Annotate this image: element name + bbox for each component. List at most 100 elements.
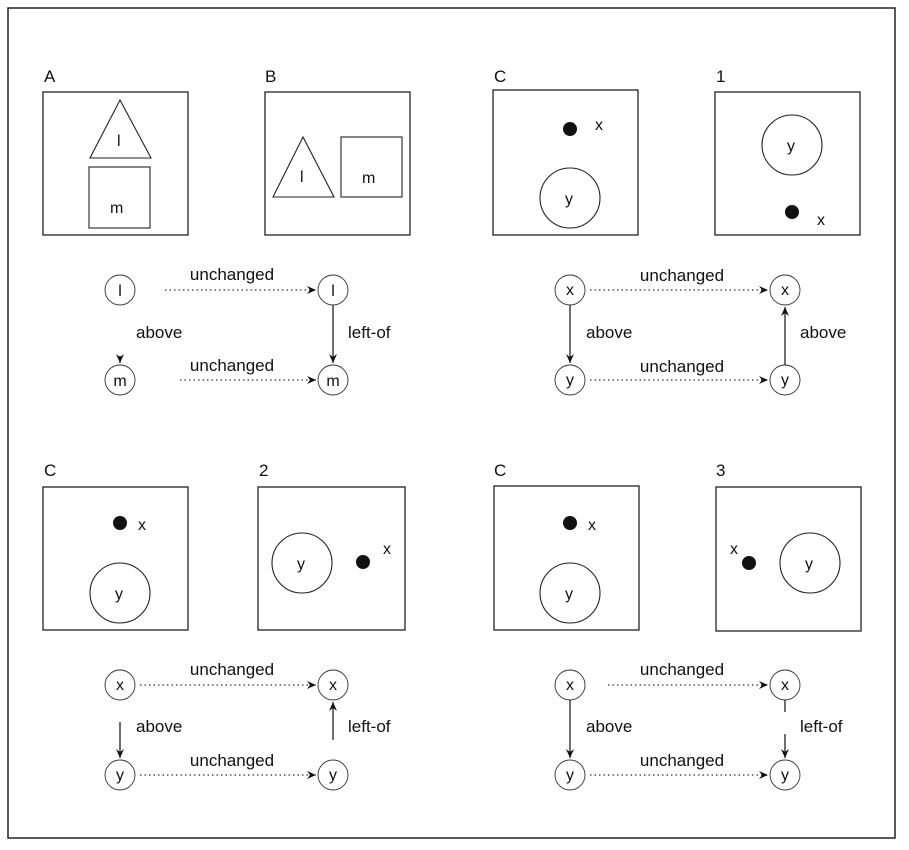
scene-frame-c [492,89,639,236]
object-label-y: y [805,556,813,573]
object-label-l: l [117,133,121,150]
node-label: x [566,677,574,694]
scene-frame-c [493,485,640,631]
node-label: x [116,677,124,694]
node-y-before [104,759,136,791]
node-label: m [326,373,339,390]
node-label: y [329,767,337,784]
node-y-after [317,759,349,791]
edge-label-top: unchanged [190,265,274,284]
point-x [356,555,370,569]
object-label-m: m [110,200,123,217]
object-label-x: x [730,541,738,558]
scene-frame-3 [715,486,862,632]
node-y-before [554,364,586,396]
scene-label-3: 3 [716,461,725,480]
object-label-y: y [115,586,123,603]
panel-c-2: C x y 2 y x [42,461,406,631]
scene-frame-c [42,486,189,631]
outer-border [7,7,896,839]
edge-label-top: unchanged [640,266,724,285]
object-label-y: y [565,191,573,208]
edge-label-top: unchanged [190,660,274,679]
edge-label-right: left-of [348,323,391,342]
node-label: m [113,373,126,390]
node-x-after [317,669,349,701]
edge-label-bottom: unchanged [190,751,274,770]
scene-frame-2 [257,486,406,631]
square-m [88,166,151,229]
object-label-m: m [362,170,375,187]
circle-y [761,114,823,176]
scene-label-1: 1 [716,67,725,86]
object-label-x: x [383,541,391,558]
object-label-y: y [297,556,305,573]
triangle-l [272,135,335,198]
circle-y [779,532,841,594]
node-label: x [329,677,337,694]
node-x-before [554,669,586,701]
edge-label-right: left-of [348,717,391,736]
edge-label-left: above [136,717,182,736]
graph-4: x x y y unchanged unchanged above left-o… [554,660,843,791]
point-x [563,122,577,136]
object-label-x: x [138,517,146,534]
node-label: x [781,677,789,694]
scene-label-c: C [494,461,506,480]
scene-label-2: 2 [259,461,268,480]
node-label: l [331,283,335,300]
circle-y [271,532,333,594]
node-m-after [317,364,349,396]
point-x [785,205,799,219]
point-x [742,556,756,570]
object-label-y: y [787,138,795,155]
object-label-x: x [817,212,825,229]
node-label: x [566,282,574,299]
panel-a-b: A l m B l m [42,67,411,236]
node-label: y [781,767,789,784]
node-m-before [104,364,136,396]
scene-label-b: B [265,67,276,86]
edge-label-bottom: unchanged [640,357,724,376]
square-m [340,136,403,198]
scene-frame-a [42,91,189,236]
node-x-after [769,274,801,306]
edge-label-top: unchanged [640,660,724,679]
edge-label-right: left-of [800,717,843,736]
object-label-l: l [300,169,304,186]
edge-label-left: above [136,323,182,342]
point-x [113,516,127,530]
panel-c-3: C x y 3 x y [493,461,862,632]
circle-y [539,167,601,229]
triangle-l [89,98,152,159]
graph-3: x x y y unchanged unchanged above left-o… [104,660,391,791]
node-label: l [118,283,122,300]
edge-label-left: above [586,323,632,342]
scene-label-c: C [44,461,56,480]
graph-1: l l m m unchanged unchanged above left-o… [104,265,391,396]
node-x-before [554,274,586,306]
scene-label-a: A [44,67,56,86]
edge-label-left: above [586,717,632,736]
node-y-before [554,759,586,791]
object-label-y: y [565,586,573,603]
edge-label-bottom: unchanged [640,751,724,770]
node-x-before [104,669,136,701]
node-label: y [116,767,124,784]
object-label-x: x [595,117,603,134]
node-label: x [781,282,789,299]
scene-frame-1 [714,91,861,236]
panel-c-1: C x y 1 y x [492,67,861,236]
object-label-x: x [588,517,596,534]
node-x-after [769,669,801,701]
circle-y [539,562,601,624]
graph-2: x x y y unchanged unchanged above above [554,266,846,396]
node-l-before [104,274,136,306]
node-y-after [769,364,801,396]
edge-label-bottom: unchanged [190,356,274,375]
point-x [563,516,577,530]
circle-y [89,562,151,624]
node-label: y [781,372,789,389]
node-label: y [566,372,574,389]
